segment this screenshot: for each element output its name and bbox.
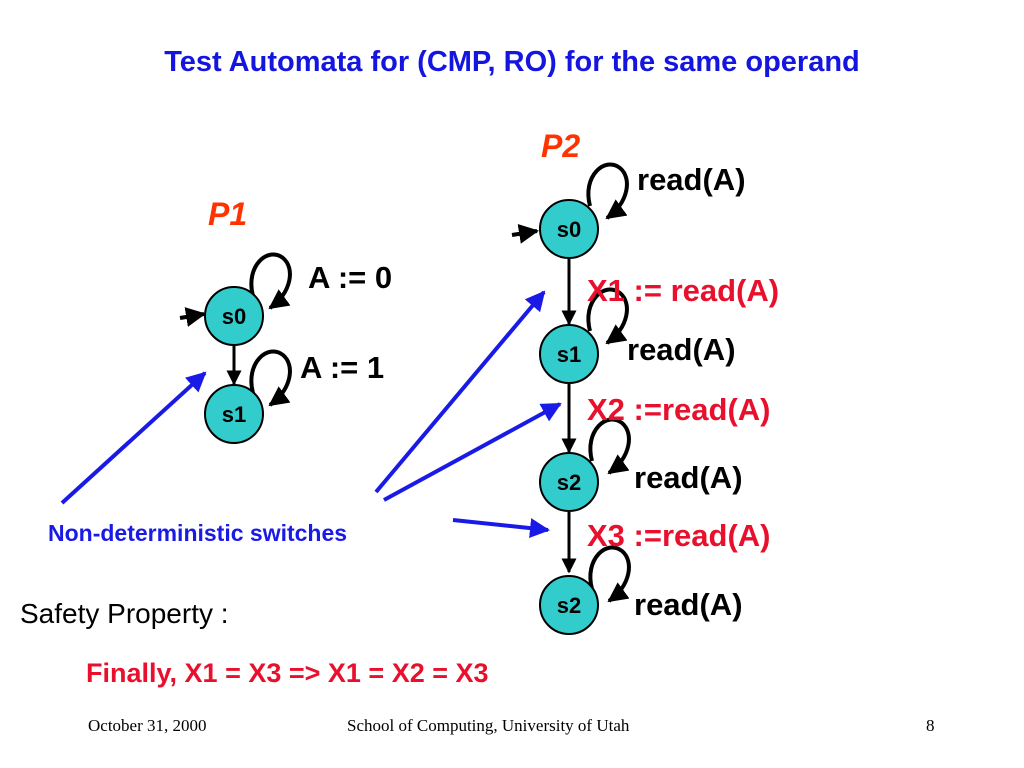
p1-s0-loop xyxy=(249,252,292,310)
p2-s1-loop xyxy=(586,287,629,345)
p1-s1-loop xyxy=(249,349,292,407)
safety-property-label: Safety Property : xyxy=(20,598,229,629)
p2-state-s0-label: s0 xyxy=(557,217,581,242)
p2-state-s2-final xyxy=(539,575,599,635)
p2-state-s2 xyxy=(539,452,599,512)
p2-loop-label-s2: read(A) xyxy=(634,460,743,495)
p2-transition-label-1: X1 := read(A) xyxy=(587,273,780,308)
footer-page-number: 8 xyxy=(926,716,935,735)
p1-state-s1 xyxy=(204,384,264,444)
p2-transition-label-3: X3 :=read(A) xyxy=(587,518,771,553)
process-label-p2: P2 xyxy=(541,128,581,164)
p2-state-s2-final-label: s2 xyxy=(557,593,581,618)
p2-loop-label-s1: read(A) xyxy=(627,332,736,367)
p2-s2-loop xyxy=(588,417,631,475)
p2-initial-arrow xyxy=(511,223,539,244)
p1-state-s1-label: s1 xyxy=(222,402,246,427)
slide-title: Test Automata for (CMP, RO) for the same… xyxy=(164,46,860,78)
switches-note: Non-deterministic switches xyxy=(48,520,348,546)
process-label-p1: P1 xyxy=(208,196,248,232)
p1-initial-arrow xyxy=(179,307,206,327)
p1-state-s0-label: s0 xyxy=(222,304,246,329)
footer-date: October 31, 2000 xyxy=(88,716,207,735)
p2-transition-label-2: X2 :=read(A) xyxy=(587,392,771,427)
p2-state-s1 xyxy=(539,324,599,384)
switch-arrow-p2-s1-s2 xyxy=(383,402,562,502)
switch-arrow-p1-s1 xyxy=(60,371,207,505)
footer-organization: School of Computing, University of Utah xyxy=(347,716,630,735)
p2-loop-label-s0: read(A) xyxy=(637,162,746,197)
p1-loop-label-s0: A := 0 xyxy=(308,260,393,295)
p2-state-s0 xyxy=(539,199,599,259)
p2-s0-loop xyxy=(586,162,629,220)
switch-arrow-p2-s2-s3 xyxy=(452,518,550,539)
safety-formula-body: X1 = X3 => X1 = X2 = X3 xyxy=(184,658,489,688)
p2-state-s2-label: s2 xyxy=(557,470,581,495)
safety-formula-prefix: Finally, xyxy=(86,658,178,688)
safety-formula: Finally, X1 = X3 => X1 = X2 = X3 xyxy=(86,658,489,689)
p2-loop-label-s3: read(A) xyxy=(634,587,743,622)
p1-loop-label-s1: A := 1 xyxy=(300,350,385,385)
p1-state-s0 xyxy=(204,286,264,346)
switch-arrow-p2-s0-s1 xyxy=(374,290,546,494)
p2-state-s1-label: s1 xyxy=(557,342,581,367)
p2-s3-loop xyxy=(588,545,631,603)
